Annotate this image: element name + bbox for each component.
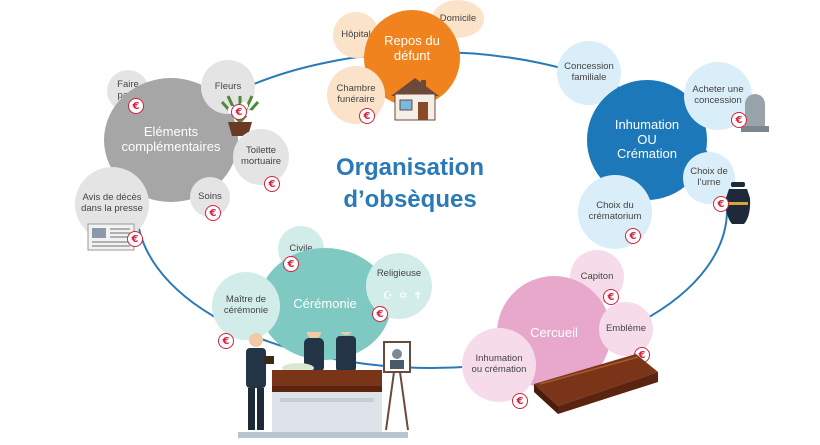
newspaper-icon <box>87 223 135 251</box>
euro-icon-civile: € <box>283 256 299 272</box>
label-hopital: Hôpital <box>341 28 371 40</box>
label-embleme: Emblème <box>605 322 647 334</box>
label-choix-urne: Choix de l’urne <box>690 166 728 188</box>
euro-icon-fleurs: € <box>231 104 247 120</box>
euro-icon-crematorium: € <box>625 228 641 244</box>
label-fleurs: Fleurs <box>214 80 242 92</box>
label-inhumation-ou-cremation: Inhumation ou crémation <box>471 353 527 375</box>
label-civile: Civile <box>289 242 313 254</box>
bubble-toilette-mortuaire: Toilette mortuaire <box>233 129 289 185</box>
star-of-david-icon: ✡ <box>398 289 409 302</box>
label-concession-familiale: Concession familiale <box>564 61 614 83</box>
bubble-choix-crematorium: Choix du crématorium <box>578 175 652 249</box>
bubble-maitre-ceremonie: Maître de cérémonie <box>212 272 280 340</box>
label-repos-du-defunt: Repos du défunt <box>384 33 440 63</box>
diagram-title: Organisation d’obsèques <box>310 152 510 217</box>
house-icon <box>391 78 439 121</box>
euro-icon-soins: € <box>205 205 221 221</box>
label-domicile: Domicile <box>439 12 477 24</box>
hub-ceremonie: Cérémonie <box>259 248 391 360</box>
label-elements-complementaires: Eléments complémentaires <box>121 124 221 154</box>
tombstone-icon <box>741 94 769 132</box>
bubble-chambre-funeraire: Chambre funéraire <box>327 66 385 124</box>
bubble-soins: Soins <box>190 177 230 217</box>
euro-icon-capiton: € <box>603 289 619 305</box>
label-avis-de-deces: Avis de décès dans la presse <box>81 192 143 214</box>
bubble-inhumation-ou-cremation: Inhumation ou crémation <box>462 328 536 402</box>
label-capiton: Capiton <box>580 270 614 282</box>
bubble-choix-urne: Choix de l’urne <box>683 152 735 204</box>
euro-icon-acheter: € <box>731 112 747 128</box>
religious-symbols: ☪ ✡ ✝ <box>383 289 427 302</box>
euro-icon-toilette: € <box>264 176 280 192</box>
euro-icon-urne: € <box>713 196 729 212</box>
label-inhumation-cremation: Inhumation OU Crémation <box>614 116 680 162</box>
crescent-star-icon: ☪ <box>383 289 394 302</box>
label-soins: Soins <box>198 190 222 202</box>
euro-icon-maitre: € <box>218 333 234 349</box>
euro-icon-faire-parts: € <box>128 98 144 114</box>
ceremony-scene-icon <box>238 332 411 438</box>
euro-icon-chambre: € <box>359 108 375 124</box>
euro-icon-inhumation: € <box>512 393 528 409</box>
coffin-icon <box>534 354 658 414</box>
title-line-2: d’obsèques <box>343 186 477 214</box>
euro-icon-avis: € <box>127 231 143 247</box>
cross-icon: ✝ <box>413 289 424 302</box>
label-ceremonie: Cérémonie <box>293 295 357 311</box>
label-religieuse: Religieuse <box>376 268 422 279</box>
urn-icon <box>725 182 751 224</box>
title-line-1: Organisation <box>335 154 485 181</box>
euro-icon-religieuse: € <box>372 306 388 322</box>
label-choix-crematorium: Choix du crématorium <box>588 200 642 222</box>
label-acheter-concession: Acheter une concession <box>692 84 744 106</box>
label-toilette-mortuaire: Toilette mortuaire <box>240 145 282 167</box>
label-maitre-ceremonie: Maître de cérémonie <box>223 294 269 316</box>
label-chambre-funeraire: Chambre funéraire <box>336 83 376 105</box>
label-cercueil: Cercueil <box>530 324 578 340</box>
